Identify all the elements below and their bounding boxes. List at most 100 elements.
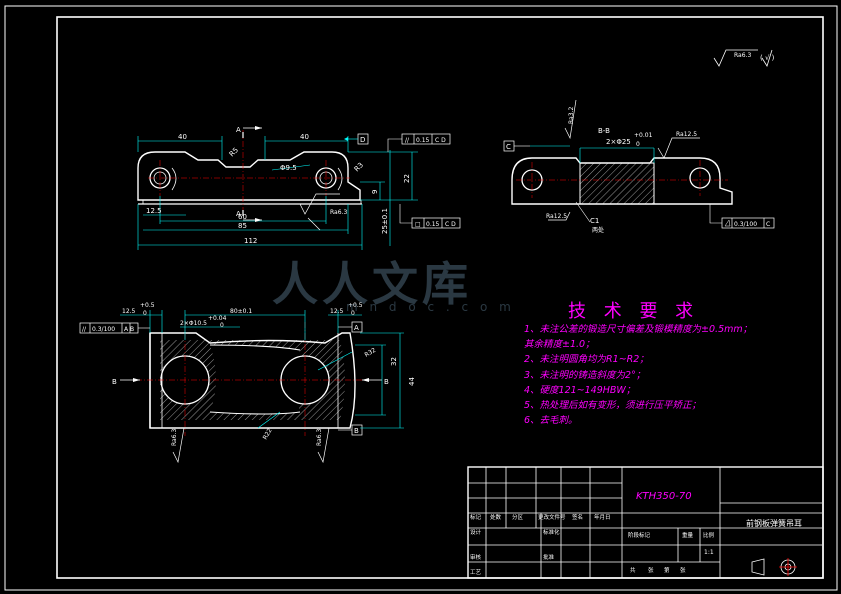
plan-section-b-box: B [354, 427, 359, 435]
front-datum-d: D [344, 133, 369, 145]
svg-text:C D: C D [445, 221, 456, 228]
dim-offset: 12.5 [146, 207, 162, 215]
plan-parallelism: // 0.3/100 A B [79, 322, 150, 334]
title-block [467, 466, 824, 579]
dim-inner-length: 85 [238, 222, 247, 230]
title-mid-standard: 标准化 [543, 528, 560, 536]
plan-dim-left-offset: 12.5 [122, 308, 136, 315]
plan-dim-groove-tol-lower: 0 [220, 322, 224, 329]
title-row-process: 工艺 [470, 569, 482, 576]
title-header-2: 分区 [512, 513, 524, 521]
front-view-outline [137, 151, 361, 201]
plan-dim-r22: R22 [262, 427, 274, 441]
tech-requirement-item: 其余精度±1.0； [524, 339, 595, 351]
dim-radius-left: R5 [228, 146, 240, 158]
svg-text:□: □ [415, 221, 421, 228]
title-header-1: 处数 [490, 513, 502, 521]
title-stage-0: 阶段标记 [628, 531, 651, 539]
plan-dim-groove: 2×Φ10.5 [180, 320, 207, 327]
title-sheet-3: 张 [680, 566, 686, 574]
projection-symbol-icon [751, 558, 797, 576]
dim-right-width: 40 [300, 133, 309, 141]
dim-hole-dia: Φ9.5 [280, 164, 297, 172]
dim-center-distance: 60 [238, 213, 247, 221]
svg-text:C: C [766, 221, 770, 228]
svg-text://: // [82, 326, 87, 333]
title-sheet-0: 共 [630, 566, 636, 574]
title-row-design: 设计 [470, 528, 482, 536]
tech-requirement-item: 1、未注公差的锻造尺寸偏差及锻模精度为±0.5mm； [524, 324, 753, 335]
section-hatch-area [579, 162, 655, 205]
plan-section-a: A [354, 324, 359, 332]
tech-requirement-item: 4、硬度121~149HBW； [524, 384, 636, 396]
front-view: A A 40 40 12.5 60 85 112 22 9 25±0.1 Φ9.… [137, 126, 461, 250]
title-header-5: 年月日 [594, 513, 611, 521]
section-roughness-top: Ra3.2 [568, 107, 575, 124]
plan-dim-right-tol-lower: 0 [351, 310, 355, 317]
front-roughness-bottom: Ra6.3 [330, 209, 347, 216]
svg-text:C: C [506, 143, 511, 151]
watermark-url: m n d o c . c o m [346, 300, 515, 314]
title-sheet-1: 张 [648, 566, 654, 574]
surface-finish-value: Ra6.3 [734, 52, 751, 59]
title-scale: 1:1 [704, 549, 714, 556]
inner-frame [56, 16, 824, 579]
dim-height: 22 [403, 174, 411, 183]
svg-text:0.3/100: 0.3/100 [92, 326, 115, 333]
svg-text:0.15: 0.15 [426, 221, 440, 228]
tech-requirements-title: 技 术 要 求 [568, 301, 700, 322]
dim-radius-right: R3 [353, 161, 365, 173]
plan-dim-r32: R32 [364, 347, 378, 359]
svg-text://: // [405, 137, 410, 144]
front-view-base [142, 199, 362, 205]
plan-dim-left-tol-lower: 0 [143, 310, 147, 317]
title-header-0: 标记 [470, 513, 482, 521]
dim-step: 9 [371, 190, 379, 194]
svg-text:0.3/100: 0.3/100 [734, 221, 757, 228]
title-row-review: 审核 [470, 553, 482, 561]
title-material: KTH350-70 [636, 491, 692, 502]
watermark-logo: 人人文库 [272, 257, 472, 311]
section-tol-lower: 0 [636, 141, 640, 148]
title-part-name: 前钢板弹簧吊耳 [746, 518, 802, 528]
front-section-mark-top: A [236, 126, 241, 134]
section-flatness: 0.3/100 C [709, 204, 775, 229]
section-chamfer: C1 [590, 217, 599, 225]
plan-dim-32: 32 [390, 357, 398, 366]
section-tol-upper: +0.01 [634, 132, 653, 139]
plan-dim-right-tol-upper: +0.5 [348, 302, 363, 309]
front-tolerance-top: // 0.15 C D [387, 133, 451, 152]
plan-view: B B A B [79, 302, 416, 464]
surface-finish-suffix: ( √ ) [760, 54, 775, 62]
tech-requirement-item: 2、未注明圆角均为R1~R2； [524, 354, 649, 366]
section-roughness-bottom: Ra12.5 [546, 213, 567, 220]
surface-finish-symbol [713, 49, 773, 67]
title-header-4: 签名 [572, 513, 583, 521]
svg-text:D: D [360, 136, 365, 144]
tech-requirement-item: 3、未注明的铸造斜度为2°； [524, 369, 646, 381]
plan-roughness-left: Ra6.3 [171, 429, 178, 446]
plan-dim-44: 44 [408, 377, 416, 386]
title-stage-1: 重量 [682, 531, 694, 539]
front-section-mark-bottom: A [236, 210, 241, 218]
plan-roughness-right: Ra6.3 [316, 429, 323, 446]
plan-section-b-left: B [112, 378, 117, 386]
title-mid-approve: 批准 [543, 553, 555, 561]
plan-dim-left-tol-upper: +0.5 [140, 302, 155, 309]
plan-dim-groove-tol-upper: +0.04 [208, 315, 227, 322]
plan-dim-center: 80±0.1 [230, 308, 252, 315]
outer-frame [4, 5, 838, 591]
tech-requirements-list: 1、未注公差的锻造尺寸偏差及锻模精度为±0.5mm； 其余精度±1.0； 2、未… [524, 322, 752, 428]
section-chamfer-note: 两处 [592, 226, 604, 234]
plan-dim-right-offset: 12.5 [330, 308, 344, 315]
section-title: B-B [598, 127, 610, 135]
svg-text:C D: C D [435, 137, 446, 144]
tech-requirement-item: 5、热处理后如有变形，须进行压平矫正； [524, 400, 702, 412]
svg-text:A B: A B [124, 326, 134, 333]
dim-overall-height: 25±0.1 [381, 208, 389, 234]
svg-text:0.15: 0.15 [416, 137, 430, 144]
dim-left-width: 40 [178, 133, 187, 141]
section-hole-dim: 2×Φ25 [606, 138, 631, 146]
title-header-3: 更改文件号 [538, 513, 566, 521]
